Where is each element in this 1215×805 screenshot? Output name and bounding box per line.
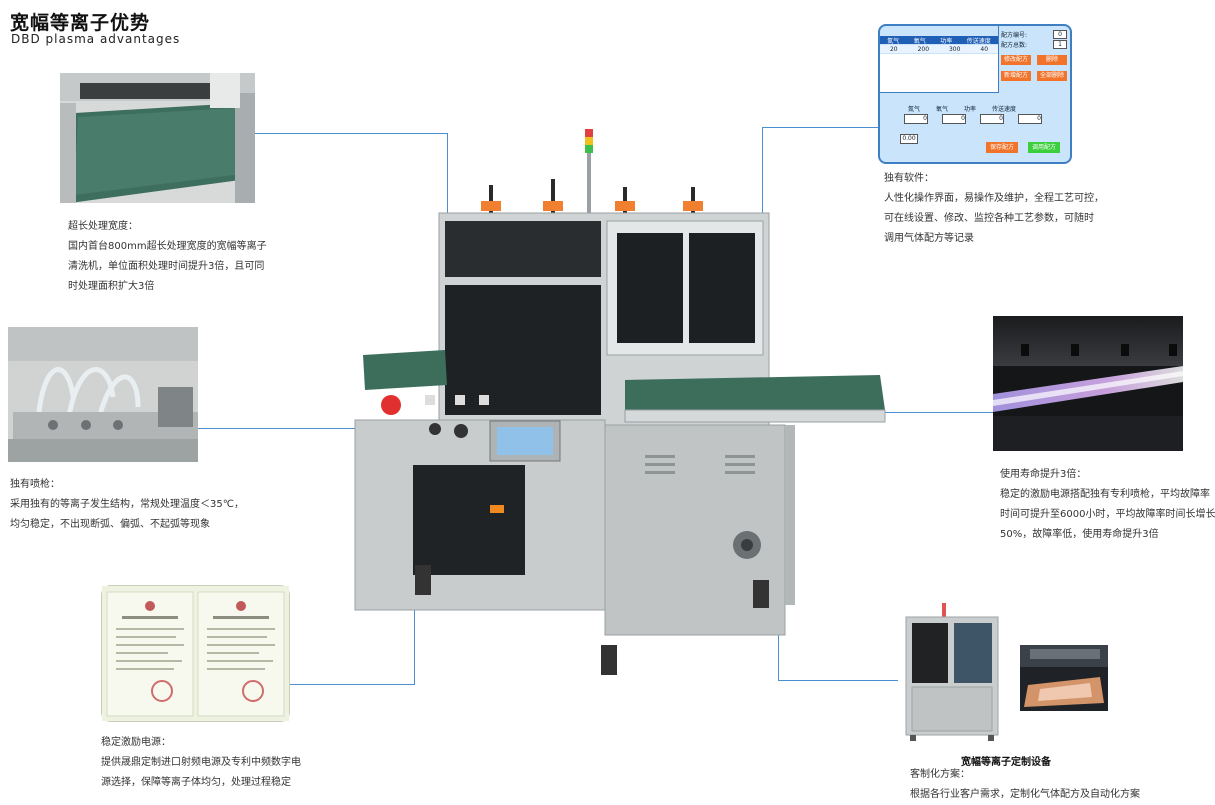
feature-line: 源选择，保障等离子体均匀，处理过程稳定 — [101, 777, 291, 788]
connector-line — [762, 127, 878, 128]
feature-line: 时处理面积扩大3倍 — [68, 281, 155, 292]
hmi-col-label: 氮气 — [887, 37, 900, 45]
hmi-label: 传送速度 — [992, 106, 1017, 113]
hmi-input[interactable]: 0 — [904, 114, 928, 124]
hmi-label: 功率 — [964, 106, 977, 113]
connector-line — [414, 596, 415, 685]
feature-line: 可在线设置、修改、监控各种工艺参数，可随时 — [884, 213, 1094, 224]
feature-custom: 客制化方案： 根据各行业客户需求，定制化气体配方及自动化方案 — [910, 765, 1140, 805]
connector-line — [255, 133, 448, 134]
hmi-call-button[interactable]: 调用配方 — [1028, 142, 1060, 153]
connector-line — [778, 680, 898, 681]
connector-line — [762, 127, 763, 217]
plasma-glow-photo — [993, 316, 1183, 451]
connector-line — [790, 412, 993, 413]
hmi-delete-all-button[interactable]: 全部删除 — [1037, 71, 1067, 81]
page-subtitle: DBD plasma advantages — [11, 32, 181, 46]
feature-line: 根据各行业客户需求，定制化气体配方及自动化方案 — [910, 789, 1140, 800]
feature-title: 使用寿命提升3倍： — [1000, 469, 1087, 480]
feature-software: 独有软件： 人性化操作界面，易操作及维护，全程工艺可控， 可在线设置、修改、监控… — [884, 169, 1104, 249]
hmi-cell: 40 — [980, 45, 989, 53]
feature-title: 客制化方案： — [910, 769, 970, 780]
feature-line: 调用气体配方等记录 — [884, 233, 974, 244]
feature-lifetime: 使用寿命提升3倍： 稳定的激励电源搭配独有专利喷枪，平均故障率 时间可提升至60… — [1000, 465, 1215, 545]
hmi-label: 氮气 — [908, 106, 921, 113]
feature-line: 清洗机，单位面积处理时间提升3倍，且可同 — [68, 261, 265, 272]
conveyor-photo — [60, 73, 255, 203]
feature-title: 独有喷枪： — [10, 479, 60, 490]
plasma-machine-image — [354, 125, 895, 695]
hmi-cell: 300 — [948, 45, 961, 53]
hmi-screen: 氮气 氧气 功率 传送速度 20 200 300 40 配方编号: 0 配方总数… — [878, 24, 1072, 164]
custom-equipment-caption: 宽幅等离子定制设备 — [961, 757, 1051, 768]
hmi-save-button[interactable]: 保存配方 — [986, 142, 1018, 153]
connector-line — [198, 428, 416, 429]
hmi-cell: 20 — [889, 45, 898, 53]
hmi-input[interactable]: 0 — [1018, 114, 1042, 124]
hmi-col-label: 氧气 — [913, 37, 926, 45]
hmi-recipe-no-label: 配方编号: — [1001, 32, 1028, 39]
feature-line: 50%，故障率低，使用寿命提升3倍 — [1000, 529, 1159, 540]
hmi-recipe-total-label: 配方总数: — [1001, 42, 1028, 49]
hmi-cell: 200 — [917, 45, 930, 53]
feature-width: 超长处理宽度： 国内首台800mm超长处理宽度的宽幅等离子 清洗机，单位面积处理… — [68, 217, 267, 297]
custom-equipment-photo — [898, 603, 1003, 743]
feature-gun: 独有喷枪： 采用独有的等离子发生结构，常规处理温度＜35℃， 均匀稳定，不出现断… — [10, 475, 244, 535]
feature-line: 均匀稳定，不出现断弧、偏弧、不起弧等现象 — [10, 519, 210, 530]
plasma-gun-photo — [8, 327, 198, 462]
hmi-time-field[interactable]: 0.00 — [900, 134, 918, 144]
feature-line: 时间可提升至6000小时，平均故障率时间长增长 — [1000, 509, 1215, 520]
page-title: 宽幅等离子优势 — [10, 12, 151, 34]
feature-line: 采用独有的等离子发生结构，常规处理温度＜35℃， — [10, 499, 244, 510]
certificate-photo — [101, 585, 290, 722]
hmi-input[interactable]: 0 — [942, 114, 966, 124]
feature-title: 超长处理宽度： — [68, 221, 138, 232]
feature-title: 稳定激励电源： — [101, 737, 171, 748]
hmi-modify-button[interactable]: 修改配方 — [1001, 55, 1031, 65]
connector-line — [288, 684, 414, 685]
hmi-col-label: 传送速度 — [966, 37, 991, 45]
feature-power: 稳定激励电源： 提供晟鼎定制进口射频电源及专利中频数字电 源选择，保障等离子体均… — [101, 733, 301, 793]
hmi-recipe-total-field[interactable]: 1 — [1053, 40, 1067, 49]
hmi-recipe-no-field[interactable]: 0 — [1053, 30, 1067, 39]
hmi-col-label: 功率 — [940, 37, 953, 45]
connector-line — [447, 133, 448, 218]
hmi-add-button[interactable]: 新增配方 — [1001, 71, 1031, 81]
feature-line: 人性化操作界面，易操作及维护，全程工艺可控， — [884, 193, 1104, 204]
feature-line: 稳定的激励电源搭配独有专利喷枪，平均故障率 — [1000, 489, 1210, 500]
feature-title: 独有软件： — [884, 173, 934, 184]
custom-process-photo — [1020, 645, 1108, 711]
hmi-input[interactable]: 0 — [980, 114, 1004, 124]
hmi-label: 氧气 — [936, 106, 949, 113]
feature-line: 提供晟鼎定制进口射频电源及专利中频数字电 — [101, 757, 301, 768]
hmi-table-row[interactable]: 20 200 300 40 — [880, 45, 998, 53]
feature-line: 国内首台800mm超长处理宽度的宽幅等离子 — [68, 241, 267, 252]
hmi-delete-button[interactable]: 删除 — [1037, 55, 1067, 65]
